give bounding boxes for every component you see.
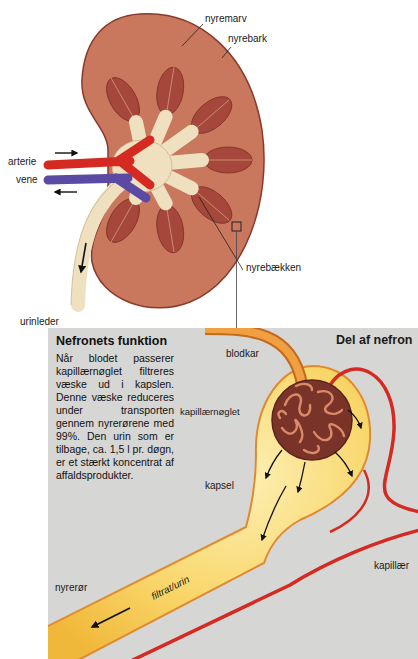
loop bbox=[318, 391, 342, 414]
leader-line bbox=[182, 24, 203, 46]
flow-arrow bbox=[266, 450, 282, 478]
flow-arrow bbox=[92, 608, 130, 627]
part-label: kapillærnøglet bbox=[180, 406, 240, 418]
capillary bbox=[330, 470, 369, 532]
loop bbox=[296, 384, 312, 390]
flow-arrow bbox=[335, 452, 352, 476]
flow-arrow bbox=[348, 410, 361, 428]
stripe bbox=[111, 198, 136, 242]
flow-arrow bbox=[298, 462, 305, 492]
vein bbox=[48, 178, 146, 198]
part-label: nyrebark bbox=[228, 33, 267, 45]
text-panel: Nefronets funktionNår blodet passerer ka… bbox=[48, 328, 418, 659]
glomerulus-loops bbox=[279, 384, 344, 453]
glomerulus bbox=[272, 380, 352, 460]
kidney bbox=[48, 14, 264, 328]
part-label: nyrerør bbox=[55, 582, 87, 594]
filtrate-arrows bbox=[92, 410, 361, 627]
loop bbox=[282, 420, 302, 442]
part-label: arterie bbox=[8, 156, 36, 168]
leader-line bbox=[222, 47, 231, 58]
capillary bbox=[70, 530, 418, 659]
ureter bbox=[78, 180, 125, 305]
stripe bbox=[166, 67, 174, 117]
nephron bbox=[48, 329, 418, 659]
part-label: urinleder bbox=[20, 316, 59, 328]
pyramid bbox=[153, 203, 187, 255]
detail-line bbox=[236, 231, 237, 328]
stripe bbox=[111, 78, 136, 122]
stripe bbox=[166, 203, 174, 252]
flow-arrow bbox=[55, 152, 77, 153]
part-label: kapillær bbox=[374, 560, 409, 572]
flow-label: filtrat/urin bbox=[149, 573, 191, 602]
loop bbox=[304, 446, 319, 453]
part-label: vene bbox=[16, 174, 38, 186]
stripe bbox=[202, 160, 252, 161]
panel-body: Når blodet passerer kapillærnøglet filtr… bbox=[56, 352, 174, 482]
detail-square bbox=[232, 222, 241, 231]
part-label: nyrebækken bbox=[246, 262, 301, 274]
loop bbox=[279, 411, 286, 418]
blood-vessel bbox=[205, 329, 302, 384]
flow-arrow bbox=[262, 486, 286, 540]
flow-arrow bbox=[81, 243, 86, 272]
loop bbox=[314, 424, 344, 440]
stripe bbox=[192, 100, 229, 132]
panel-heading: Nefronets funktion bbox=[56, 334, 216, 349]
blood-vessel-edge bbox=[205, 329, 302, 384]
pyramid bbox=[153, 65, 187, 117]
panel-subheading: Del af nefron bbox=[336, 334, 412, 346]
part-label: blodkar bbox=[226, 348, 259, 360]
flow-arrow bbox=[55, 191, 77, 192]
part-label: kapsel bbox=[205, 480, 234, 492]
loop bbox=[285, 394, 310, 415]
ureter-edge bbox=[71, 180, 118, 305]
stripe bbox=[192, 188, 229, 220]
part-label: nyremarv bbox=[205, 13, 247, 25]
